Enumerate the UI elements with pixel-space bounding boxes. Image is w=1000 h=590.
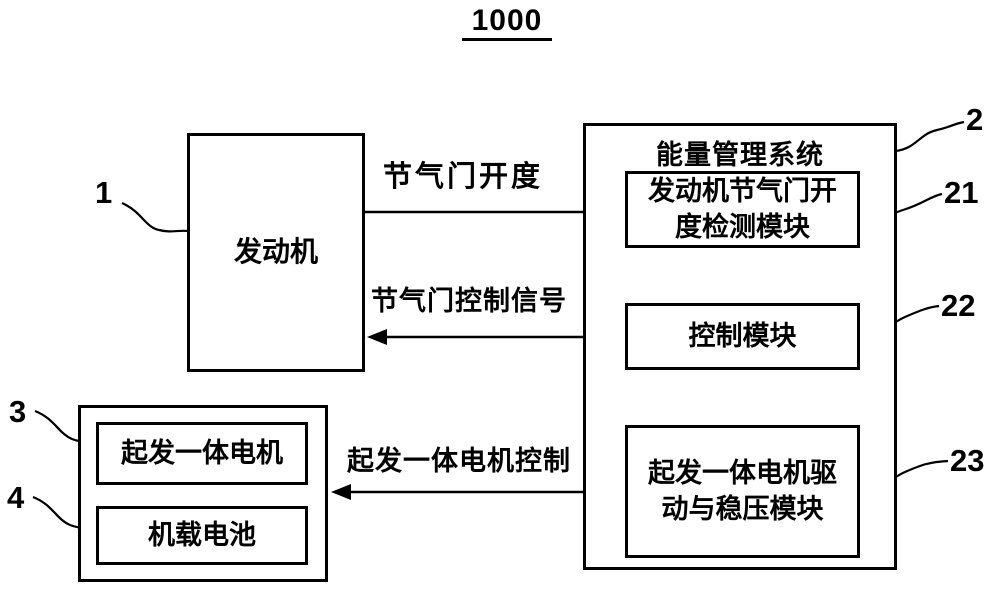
node-ems-label: 能量管理系统	[656, 140, 824, 170]
node-throttle-detect-module: 发动机节气门开度检测模块	[625, 171, 860, 248]
ref-label-ems: 2	[966, 102, 984, 137]
node-starter-motor-label: 起发一体电机	[121, 437, 283, 468]
node-motor-drive-label: 起发一体电机驱动与稳压模块	[648, 458, 837, 524]
node-engine-label: 发动机	[233, 236, 318, 268]
ref-label-throttle-detect: 21	[944, 175, 979, 210]
arrow-throttle-signal-head	[367, 329, 387, 345]
node-battery: 机载电池	[96, 506, 308, 565]
ref-label-motor-drive: 23	[950, 443, 985, 478]
leader-ref-1	[121, 201, 189, 233]
ref-label-battery: 4	[7, 480, 25, 515]
leader-ref-2	[895, 120, 965, 153]
node-starter-motor: 起发一体电机	[96, 422, 308, 485]
node-motor-drive-module: 起发一体电机驱动与稳压模块	[625, 425, 860, 558]
ref-label-control: 22	[941, 288, 976, 323]
ref-label-engine: 1	[95, 175, 113, 210]
node-engine: 发动机	[187, 133, 365, 372]
node-control-module: 控制模块	[625, 303, 860, 370]
edge-label-throttle-control-signal: 节气门控制信号	[371, 286, 567, 316]
node-control-label: 控制模块	[688, 320, 797, 351]
edge-label-throttle-opening: 节气门开度	[382, 161, 543, 193]
arrow-motor-control-head	[331, 484, 351, 500]
edge-label-motor-control: 起发一体电机控制	[347, 446, 571, 476]
ref-label-starter-motor: 3	[9, 394, 27, 429]
node-battery-label: 机载电池	[148, 519, 256, 550]
node-throttle-detect-label: 发动机节气门开度检测模块	[648, 176, 837, 242]
figure-number: 1000	[462, 5, 552, 41]
